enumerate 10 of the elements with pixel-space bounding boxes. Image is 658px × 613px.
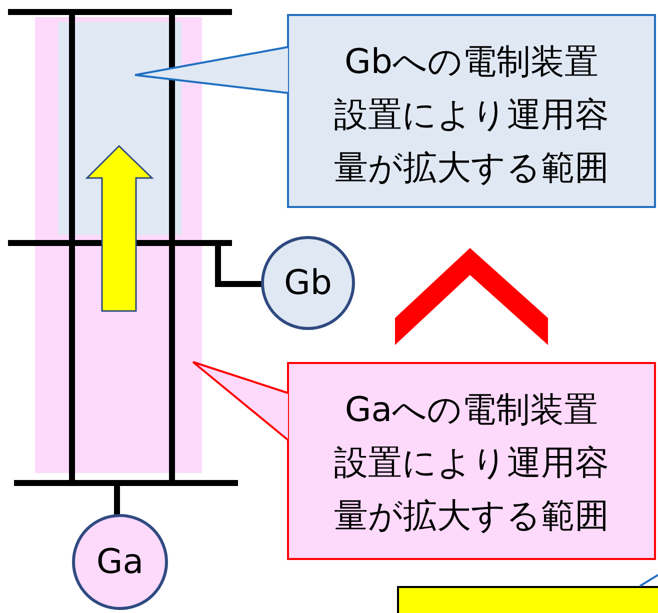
callout-text: Gbへの電制装置設置により運用容量が拡大する範囲 (333, 41, 610, 190)
callout-box (287, 362, 656, 560)
leader-line (639, 574, 658, 587)
generator-circle: Ga (72, 514, 168, 610)
generator-circle: Gb (261, 236, 355, 330)
chevron-symbol (395, 248, 548, 345)
callout-text: Gaへの電制装置設置により運用容量が拡大する範囲 (333, 389, 610, 538)
callout-box (287, 14, 656, 208)
callout-pointer (192, 361, 289, 441)
callout-pointer (134, 46, 289, 94)
